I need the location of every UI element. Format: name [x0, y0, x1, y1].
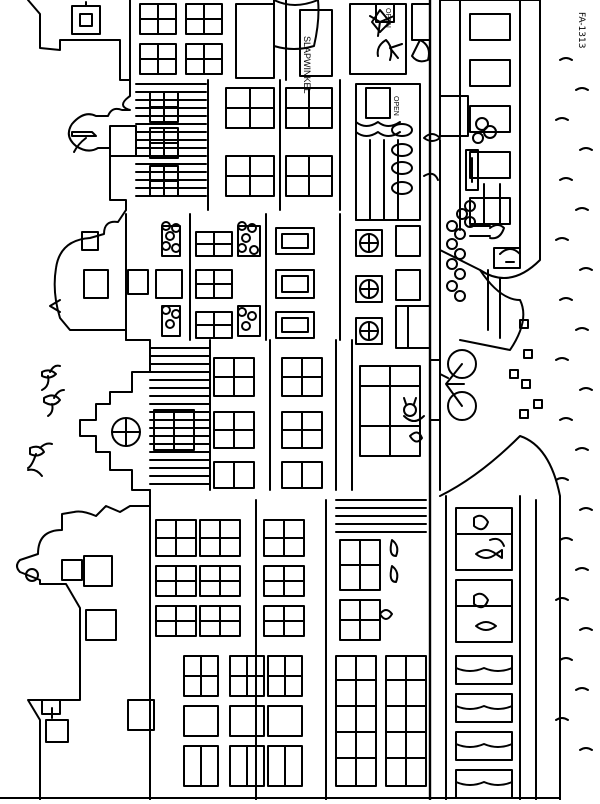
plant-icon — [474, 516, 504, 546]
plant-icon — [391, 540, 398, 582]
plant-icon — [378, 40, 429, 61]
cafe-front — [396, 140, 504, 348]
seagull-icon — [28, 444, 52, 477]
shop-sign: SLAPWINKEL — [302, 36, 312, 94]
boat-icon — [460, 248, 523, 350]
artist-signature: FA-1313 — [566, 12, 588, 52]
window-grid — [156, 520, 304, 786]
flower-box-icon — [162, 222, 260, 336]
open-sign-top: OPEN — [384, 8, 391, 28]
pinwheel-window-icon — [356, 230, 382, 344]
brick-pattern — [150, 348, 210, 484]
house-b — [69, 80, 340, 210]
brick-pattern — [136, 84, 206, 196]
open-sign-lower: OPEN — [392, 96, 399, 116]
house-a — [28, 0, 332, 80]
boat-icon — [440, 436, 560, 800]
shoe-icon — [392, 124, 440, 194]
flower-box-icon — [457, 118, 496, 227]
seagull-icon — [42, 366, 60, 390]
signature-text: FA-1313 — [576, 12, 586, 49]
cat-shop — [360, 340, 476, 490]
shoe-shop: OPEN — [356, 84, 496, 227]
heart-icon — [380, 610, 392, 619]
seagull-icon — [44, 390, 64, 416]
plant-icon — [474, 594, 496, 630]
shop-front: SLAPWINKEL OPEN — [274, 0, 430, 94]
brick-pattern — [336, 500, 426, 532]
window-grid — [140, 4, 222, 74]
house-e — [17, 490, 426, 800]
plant-icon — [410, 432, 422, 441]
house-c — [50, 210, 340, 340]
flower-box-icon — [447, 221, 465, 301]
fish-icon — [476, 550, 502, 558]
pinwheel-window-icon — [112, 418, 140, 446]
cat-icon — [404, 398, 424, 421]
bicycle-icon — [440, 350, 476, 420]
water-waves — [510, 58, 592, 750]
house-d — [80, 340, 352, 490]
boat-icon — [440, 0, 540, 278]
